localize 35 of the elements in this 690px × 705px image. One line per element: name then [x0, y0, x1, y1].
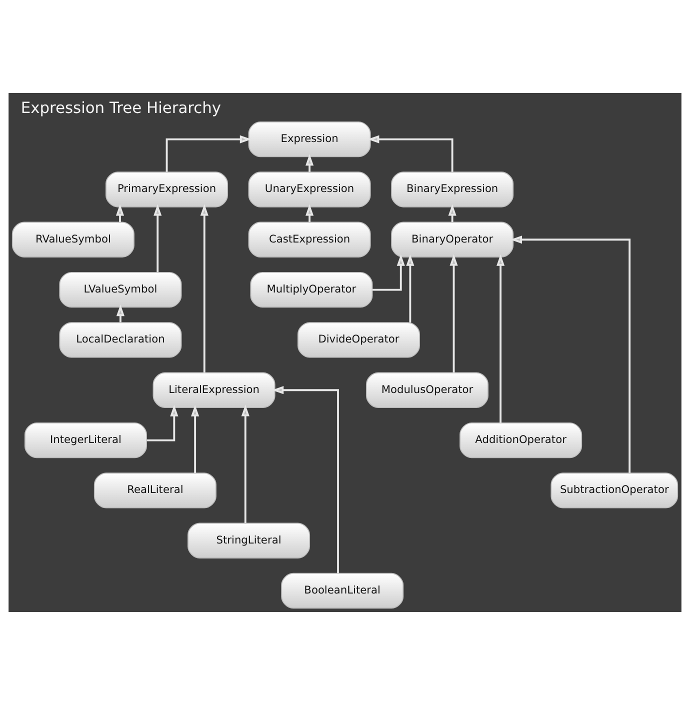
- node-box: AdditionOperator: [460, 422, 582, 458]
- node-box: BinaryOperator: [391, 222, 514, 258]
- arrow: [272, 386, 339, 574]
- arrow: [241, 404, 250, 524]
- node-box: CastExpression: [248, 222, 371, 258]
- arrow: [372, 254, 405, 291]
- node-box: Expression: [248, 121, 371, 158]
- node-box: LocalDeclaration: [59, 322, 182, 358]
- node-box: ModulusOperator: [366, 372, 488, 408]
- arrow: [510, 236, 631, 473]
- node-box: PrimaryExpression: [106, 172, 228, 208]
- node-box: IntegerLiteral: [24, 422, 147, 458]
- node-box: BooleanLiteral: [281, 572, 404, 609]
- node-box: UnaryExpression: [248, 172, 371, 208]
- node-box: StringLiteral: [188, 522, 310, 558]
- node-box: RValueSymbol: [12, 222, 134, 258]
- arrow: [305, 154, 314, 172]
- node-box: MultiplyOperator: [250, 272, 373, 308]
- node-box: LValueSymbol: [59, 272, 182, 308]
- arrow: [191, 404, 200, 473]
- arrow: [166, 135, 252, 172]
- arrow: [154, 204, 162, 272]
- arrow: [368, 135, 454, 172]
- node-box: BinaryExpression: [391, 172, 514, 208]
- node-box: RealLiteral: [94, 472, 216, 508]
- node-box: SubtractionOperator: [550, 472, 678, 508]
- arrow: [406, 254, 414, 322]
- diagram-title: Expression Tree Hierarchy: [20, 99, 222, 118]
- node-box: DivideOperator: [297, 322, 420, 358]
- arrow: [146, 404, 178, 442]
- arrow: [496, 254, 505, 423]
- arrow: [450, 254, 458, 373]
- node-box: LiteralExpression: [152, 372, 276, 408]
- arrow: [116, 304, 125, 322]
- arrow: [200, 204, 208, 373]
